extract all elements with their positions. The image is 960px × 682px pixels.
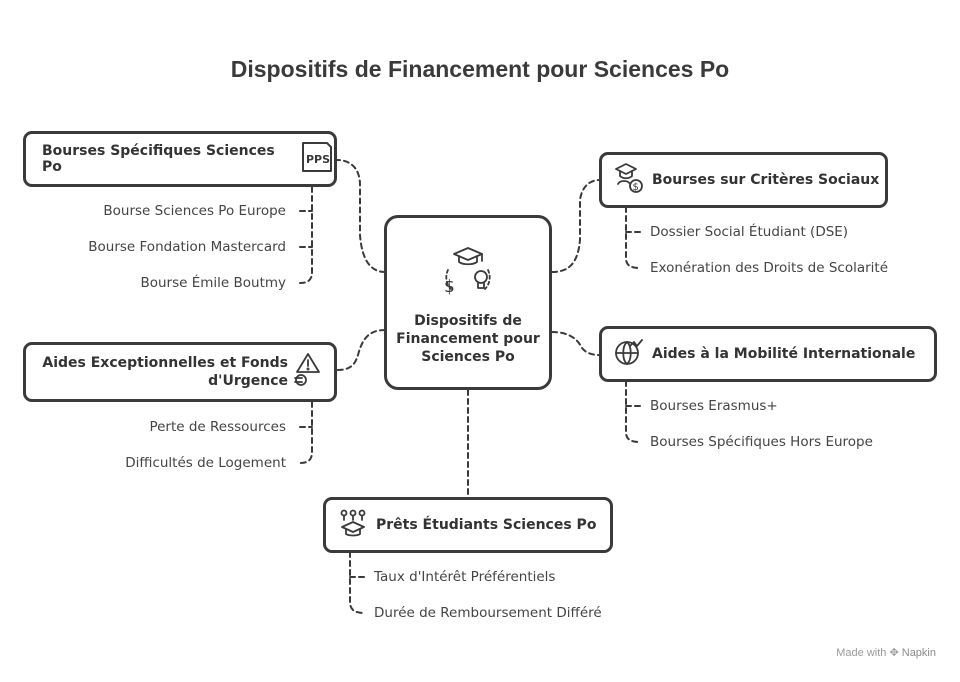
globe-chart-icon (614, 337, 644, 371)
napkin-brand-text: Napkin (901, 647, 936, 659)
node-aides-label-line2: d'Urgence (208, 373, 288, 389)
node-aides-label-line1: Aides Exceptionnelles et Fonds (42, 355, 288, 371)
connector-aides-items (299, 401, 313, 464)
connector-center-to-bourses-specifiques (336, 159, 386, 273)
node-prets-label: Prêts Étudiants Sciences Po (376, 517, 597, 533)
list-item: Perte de Ressources (149, 419, 286, 435)
warning-euro-icon (292, 352, 322, 392)
made-with-napkin-footer: Made with ✥ Napkin (836, 646, 936, 659)
diagram-title: Dispositifs de Financement pour Sciences… (230, 56, 730, 82)
list-item: Bourses Erasmus+ (650, 398, 778, 414)
connector-mobilite-items (625, 380, 641, 443)
node-bourses-specifiques: Bourses Spécifiques Sciences Po PPS (23, 131, 337, 187)
list-item: Bourse Sciences Po Europe (103, 203, 286, 219)
center-node: $ Dispositifs de Financement pour Scienc… (384, 215, 552, 390)
node-criteres-sociaux: $ Bourses sur Critères Sociaux (599, 152, 888, 208)
svg-text:PPS: PPS (306, 153, 330, 166)
node-aides-exceptionnelles: Aides Exceptionnelles et Fonds d'Urgence (23, 342, 337, 402)
node-criteres-sociaux-label: Bourses sur Critères Sociaux (652, 172, 880, 188)
node-prets: Prêts Étudiants Sciences Po (323, 497, 613, 553)
connector-criteres-items (625, 206, 641, 269)
graduate-dollar-icon: $ (614, 162, 644, 198)
node-mobilite-label: Aides à la Mobilité Internationale (652, 346, 916, 362)
list-item: Bourse Émile Boutmy (140, 275, 286, 291)
list-item: Dossier Social Étudiant (DSE) (650, 224, 849, 240)
svg-text:$: $ (633, 182, 639, 193)
list-item: Difficultés de Logement (125, 455, 286, 471)
connector-center-to-aides-exceptionnelles (336, 329, 386, 371)
napkin-logo-icon: ✥ (889, 647, 899, 659)
node-mobilite: Aides à la Mobilité Internationale (599, 326, 937, 382)
connector-bourses-specifiques-items (299, 186, 313, 284)
list-item: Durée de Remboursement Différé (374, 605, 602, 621)
connector-prets-items (349, 551, 365, 614)
graduation-money-idea-icon: $ (436, 244, 500, 300)
made-with-text: Made with (836, 647, 887, 659)
svg-text:$: $ (444, 277, 455, 296)
graduate-growth-icon (338, 508, 368, 542)
list-item: Bourse Fondation Mastercard (88, 239, 286, 255)
center-node-label: Dispositifs de Financement pour Sciences… (396, 312, 540, 365)
list-item: Taux d'Intérêt Préférentiels (374, 569, 556, 585)
pps-document-icon: PPS (300, 140, 334, 178)
list-item: Bourses Spécifiques Hors Europe (650, 434, 873, 450)
node-bourses-specifiques-label: Bourses Spécifiques Sciences Po (42, 143, 275, 175)
list-item: Exonération des Droits de Scolarité (650, 260, 889, 276)
node-aides-exceptionnelles-label: Aides Exceptionnelles et Fonds d'Urgence (42, 354, 288, 390)
connector-center-to-criteres-sociaux (551, 179, 601, 273)
connector-center-to-mobilite (551, 331, 601, 356)
